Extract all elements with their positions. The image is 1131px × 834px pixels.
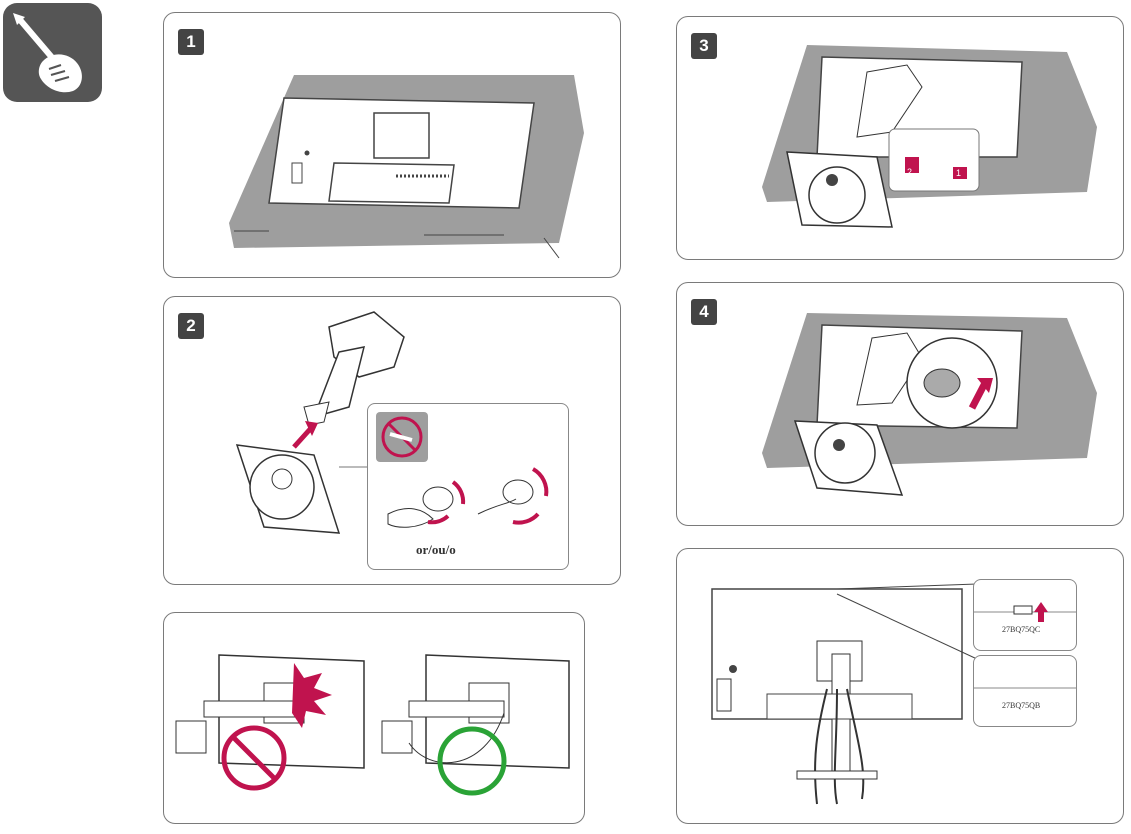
ok-circle-icon (437, 726, 507, 796)
step-number: 1 (178, 29, 204, 55)
arrow-label: 2 (907, 167, 912, 177)
step-4-panel: 4 (676, 282, 1124, 526)
arrow-label: 1 (956, 168, 961, 178)
step-number: 2 (178, 313, 204, 339)
tighten-screw-illustration (762, 313, 1097, 496)
cable-warning-panel (163, 612, 585, 824)
step-3-panel: 3 2 1 (676, 16, 1124, 260)
monitor-face-down-illustration (229, 75, 584, 259)
model-label: 27BQ75QB (1002, 701, 1040, 710)
attach-stand-illustration: 2 1 (762, 45, 1097, 228)
step-2-caption: or/ou/o (416, 542, 456, 557)
model-label: 27BQ75QC (1002, 625, 1040, 634)
prohibited-icon (221, 725, 287, 791)
stand-assembly-illustration (235, 311, 405, 534)
rear-cable-illustration (711, 583, 978, 805)
screw-detail-inset: or/ou/o (367, 403, 569, 570)
cable-routing-illustration (175, 654, 570, 796)
screwdriver-hand-icon (3, 3, 102, 102)
step-1-panel: 1 (163, 12, 621, 278)
cable-rear-panel: 27BQ75QC 27BQ75QB (676, 548, 1124, 824)
model-27BQ75QB-inset: 27BQ75QB (973, 655, 1077, 727)
model-27BQ75QC-inset: 27BQ75QC (973, 579, 1077, 651)
step-number: 3 (691, 33, 717, 59)
step-number: 4 (691, 299, 717, 325)
step-2-panel: 2 or/ou/o (163, 296, 621, 585)
